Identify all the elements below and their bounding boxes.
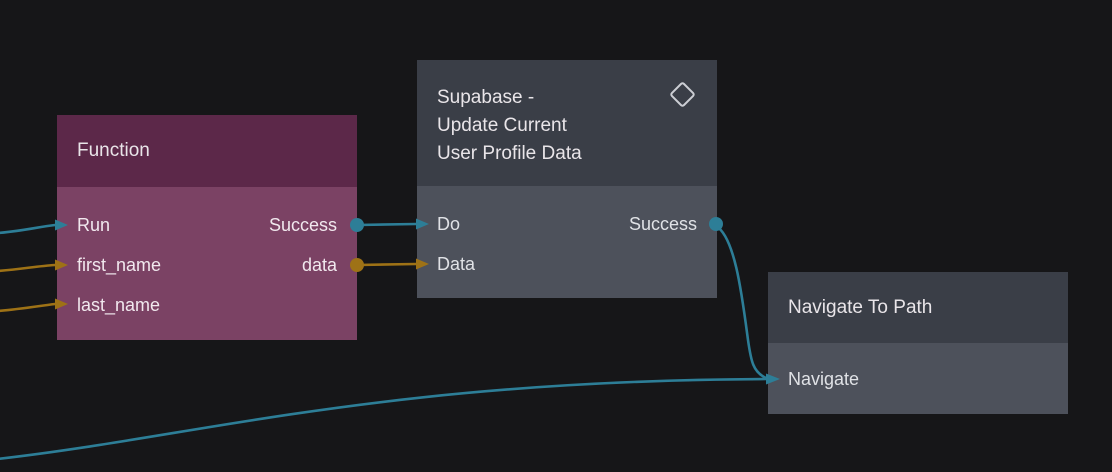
- port-input-data[interactable]: Data: [437, 253, 476, 274]
- node-navigate-to-path[interactable]: Navigate To Path Navigate: [768, 272, 1068, 414]
- port-output-data[interactable]: data: [301, 254, 337, 275]
- edge-data-to-data[interactable]: [355, 262, 418, 267]
- node-function[interactable]: Function Run Success first_name data las…: [57, 115, 357, 340]
- diamond-icon: [669, 81, 696, 108]
- node-title: Function: [77, 140, 150, 161]
- edge-into-last-name[interactable]: [0, 302, 57, 313]
- node-function-body: Run Success first_name data last_name: [57, 187, 357, 340]
- node-title: Supabase - Update Current User Profile D…: [437, 87, 582, 164]
- port-row: Navigate: [768, 359, 1068, 399]
- node-navigate-body: Navigate: [768, 343, 1068, 414]
- edge-success-to-do[interactable]: [355, 222, 418, 227]
- port-input-run[interactable]: Run: [77, 214, 111, 235]
- node-supabase-header[interactable]: Supabase - Update Current User Profile D…: [417, 60, 717, 186]
- port-output-success[interactable]: Success: [628, 213, 697, 234]
- edge-success-to-navigate[interactable]: [714, 224, 768, 380]
- node-supabase-update-user-profile[interactable]: Supabase - Update Current User Profile D…: [417, 60, 717, 298]
- node-supabase-body: Do Success Data: [417, 186, 717, 298]
- port-row: Do Success: [417, 204, 717, 244]
- edge-into-first-name[interactable]: [0, 263, 57, 273]
- port-input-do[interactable]: Do: [437, 213, 461, 234]
- node-title: Navigate To Path: [788, 296, 933, 318]
- port-input-first-name[interactable]: first_name: [77, 254, 162, 275]
- edge-offscreen-to-navigate[interactable]: [0, 377, 768, 460]
- port-row: last_name: [57, 285, 357, 325]
- edge-into-run[interactable]: [0, 223, 57, 235]
- node-navigate-header[interactable]: Navigate To Path: [768, 272, 1068, 343]
- port-input-navigate[interactable]: Navigate: [788, 368, 860, 389]
- port-row: Run Success: [57, 205, 357, 245]
- node-function-header[interactable]: Function: [57, 115, 357, 187]
- port-input-last-name[interactable]: last_name: [77, 294, 161, 315]
- port-row: Data: [417, 244, 717, 284]
- port-output-success[interactable]: Success: [268, 214, 337, 235]
- port-row: first_name data: [57, 245, 357, 285]
